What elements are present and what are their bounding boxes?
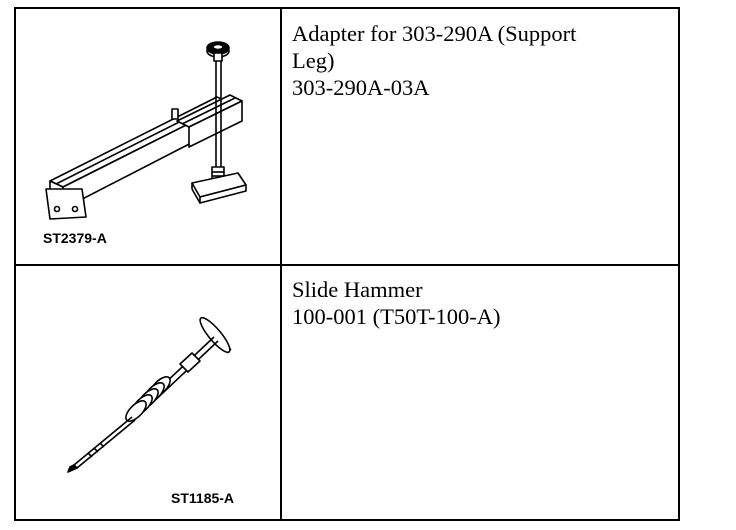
tool-part-number: 100-001 (T50T-100-A) bbox=[292, 304, 501, 329]
support-leg-adapter-illustration bbox=[45, 41, 247, 220]
tool-name-continued: Leg) bbox=[292, 48, 335, 73]
tool-description: Adapter for 303-290A (Support Leg) 303-2… bbox=[292, 20, 672, 101]
tool-part-number: 303-290A-03A bbox=[292, 75, 430, 100]
tool-table: ST2379-A Adapter for 303-290A (Support L… bbox=[14, 7, 680, 521]
slide-hammer-illustration bbox=[67, 316, 232, 473]
tool-description: Slide Hammer 100-001 (T50T-100-A) bbox=[292, 276, 672, 330]
tool-name: Slide Hammer bbox=[292, 277, 423, 302]
figure-label: ST2379-A bbox=[43, 230, 107, 246]
tool-name: Adapter for 303-290A (Support bbox=[292, 21, 577, 46]
figure-label: ST1185-A bbox=[171, 490, 235, 506]
row-divider bbox=[16, 264, 678, 266]
